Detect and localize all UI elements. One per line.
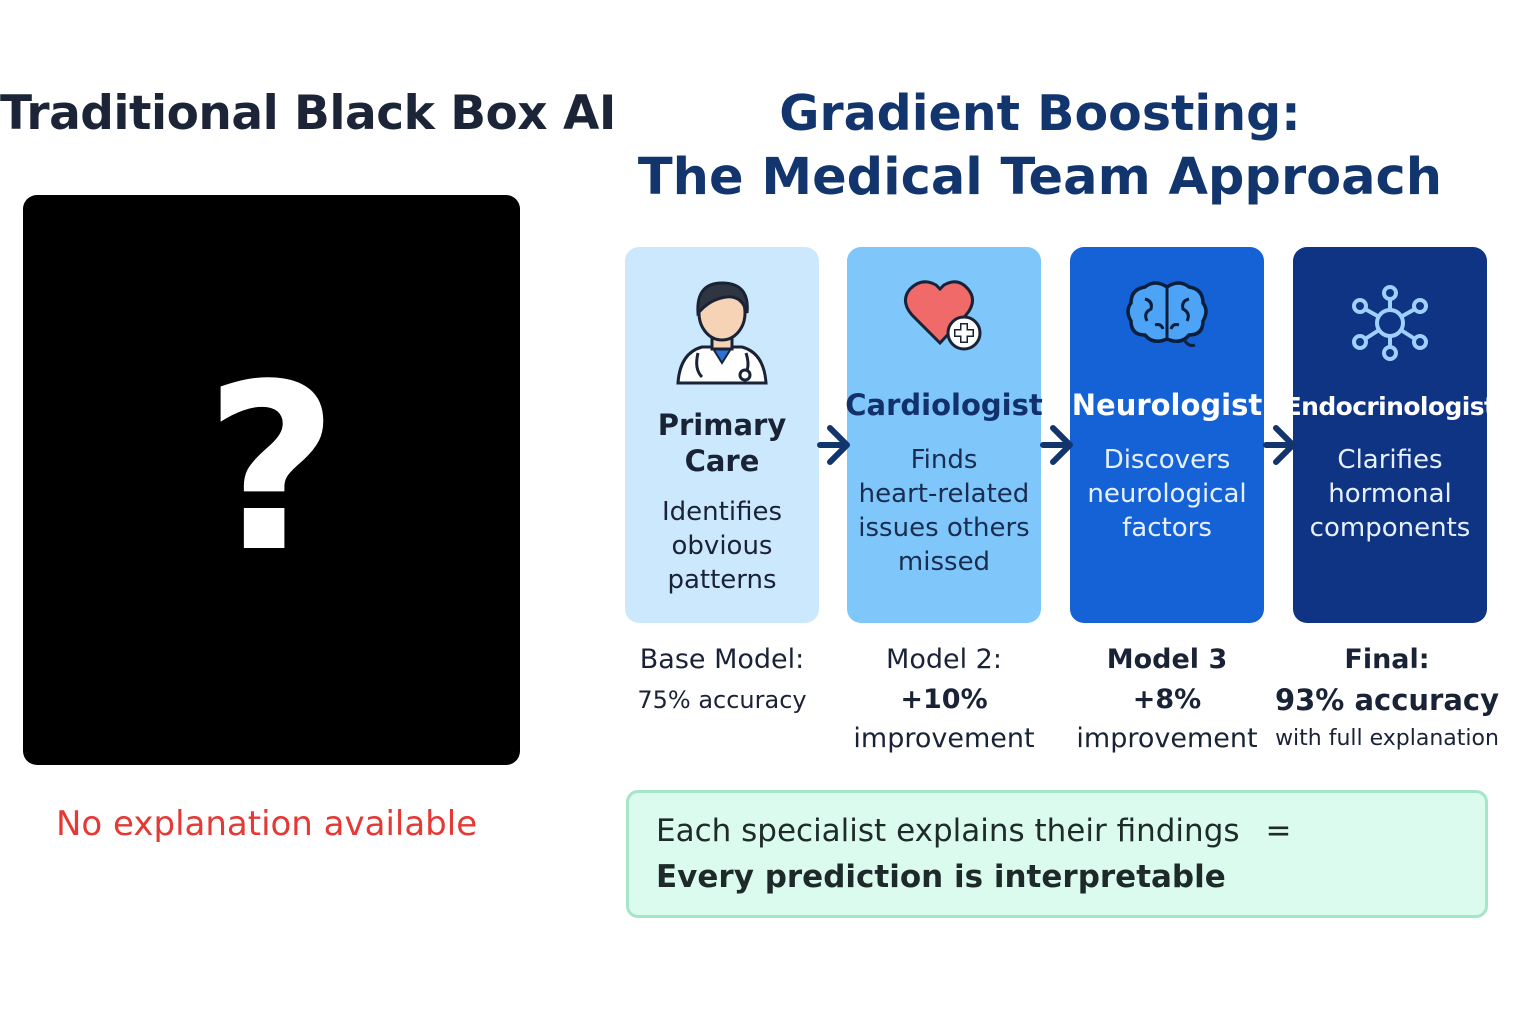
role-primary-care: Primary Care <box>657 408 787 478</box>
metric-model-2: Model 2: +10% improvement <box>853 644 1035 754</box>
summary-line-2: Every prediction is interpretable <box>656 859 1226 895</box>
desc-endocrinologist: Clarifies hormonal components <box>1309 445 1471 543</box>
metric-model-3: Model 3 +8% improvement <box>1076 644 1258 754</box>
heart-plus-icon <box>847 275 1041 355</box>
black-box-title: Traditional Black Box AI <box>0 86 616 141</box>
interpretability-summary: Each specialist explains their findings =… <box>626 790 1488 918</box>
title-line-1: Gradient Boosting: <box>779 85 1301 142</box>
card-cardiologist: Cardiologist Finds heart-related issues … <box>845 247 1043 623</box>
arrow-right-icon <box>1040 425 1073 465</box>
hormone-network-icon <box>1293 285 1487 361</box>
doctor-icon <box>625 273 819 385</box>
role-endocrinologist: Endocrinologist <box>1284 392 1496 421</box>
title-line-2: The Medical Team Approach <box>637 148 1443 207</box>
equals-sign: = <box>1265 813 1292 849</box>
desc-neurologist: Discovers neurological factors <box>1087 445 1247 543</box>
metric-final: Final: 93% accuracy with full explanatio… <box>1274 644 1500 751</box>
brain-icon <box>1070 279 1264 349</box>
card-neurologist: Neurologist Discovers neurological facto… <box>1070 247 1264 623</box>
desc-primary-care: Identifies obvious patterns <box>662 497 782 595</box>
card-primary-care: Primary Care Identifies obvious patterns <box>625 247 819 623</box>
role-cardiologist: Cardiologist <box>845 388 1043 422</box>
arrow-right-icon <box>817 425 850 465</box>
no-explanation-caption: No explanation available <box>56 804 478 844</box>
metric-base-model: Base Model: 75% accuracy <box>637 644 807 714</box>
question-mark-icon: ? <box>204 336 339 603</box>
card-endocrinologist: Endocrinologist Clarifies hormonal compo… <box>1285 247 1496 623</box>
desc-cardiologist: Finds heart-related issues others missed <box>858 445 1030 577</box>
medical-team-title: Gradient Boosting: The Medical Team Appr… <box>630 82 1450 210</box>
role-neurologist: Neurologist <box>1071 388 1263 422</box>
summary-line-1: Each specialist explains their findings <box>656 813 1240 849</box>
black-box: ? <box>23 195 520 765</box>
arrow-right-icon <box>1263 425 1296 465</box>
